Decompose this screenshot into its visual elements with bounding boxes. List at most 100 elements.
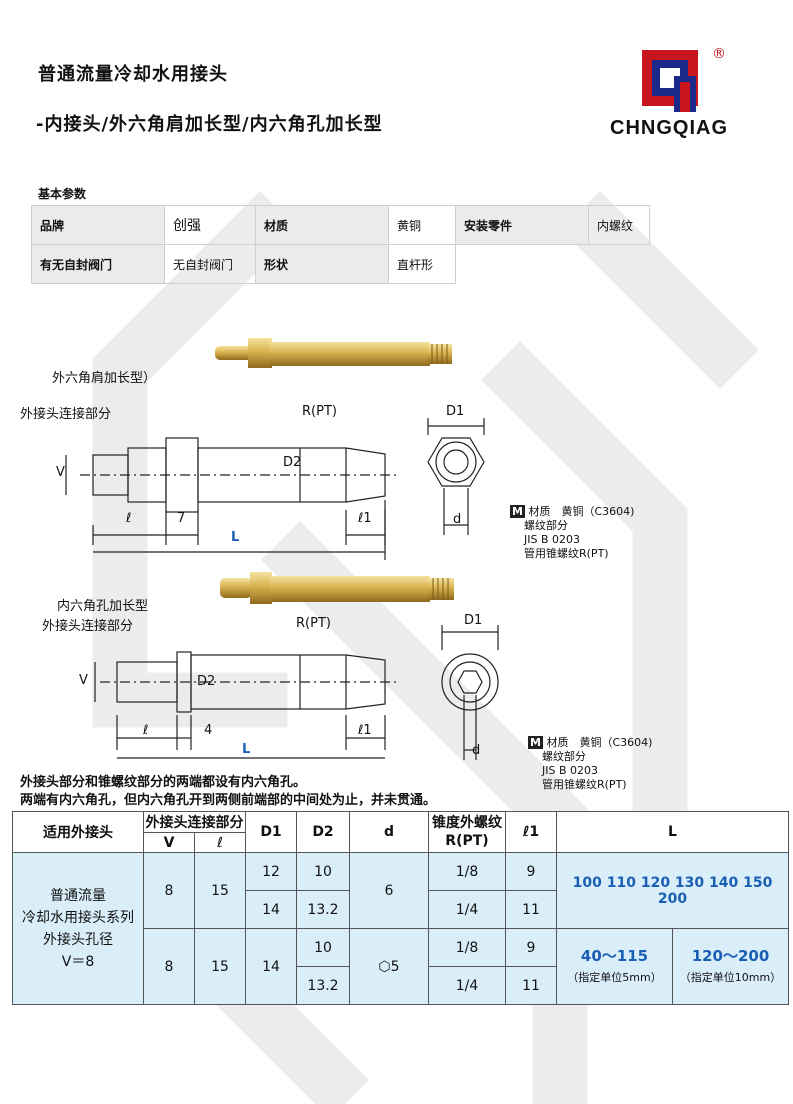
dim-v-1: V bbox=[56, 465, 65, 480]
col-d: d bbox=[349, 811, 429, 853]
cell-d1: 14 bbox=[245, 890, 297, 929]
type-label-2: 内六角孔加长型 bbox=[57, 599, 149, 614]
dim-4: 4 bbox=[204, 723, 213, 738]
cell-d1: 12 bbox=[245, 852, 297, 891]
thread-part-text: 螺纹部分 bbox=[542, 750, 586, 763]
cell-l: 15 bbox=[194, 852, 246, 929]
cell-d1: 14 bbox=[245, 928, 297, 1005]
thread-part-text: 螺纹部分 bbox=[524, 519, 568, 532]
cell-d: 6 bbox=[349, 852, 429, 929]
cell-l1: 11 bbox=[505, 890, 557, 929]
drawing-2-side bbox=[94, 651, 400, 759]
page-title: 普通流量冷却水用接头 bbox=[38, 64, 228, 85]
note-line-1: 外接头部分和锥螺纹部分的两端都设有内六角孔。 bbox=[20, 775, 307, 790]
drawing-1-end bbox=[427, 418, 485, 535]
drawing-2-end bbox=[441, 625, 499, 760]
cell-L: 100 110 120 130 140 150 200 bbox=[556, 852, 789, 929]
dim-d1-1: D1 bbox=[446, 404, 465, 419]
cell-d: ⬡5 bbox=[349, 928, 429, 1005]
cell-d2: 13.2 bbox=[296, 966, 350, 1005]
type-label-1: 外六角肩加长型） bbox=[52, 371, 157, 386]
param-value: 内螺纹 bbox=[588, 205, 650, 245]
col-conn: 外接头连接部分 bbox=[143, 811, 246, 833]
cell-r: 1/8 bbox=[428, 852, 506, 891]
spec-table: 适用外接头 外接头连接部分 D1 D2 d 锥度外螺纹 R(PT) ℓ1 L V… bbox=[12, 811, 789, 1005]
drawing-1-side bbox=[65, 437, 400, 560]
fit-line: 普通流量 bbox=[50, 887, 106, 904]
cell-r: 1/8 bbox=[428, 928, 506, 967]
dim-l-2: ℓ bbox=[143, 723, 149, 738]
technical-drawings bbox=[65, 338, 499, 760]
fit-line: 冷却水用接头系列 bbox=[22, 909, 134, 926]
thread-label-2: R(PT) bbox=[296, 616, 331, 631]
cell-L-b: 120～200 （指定单位10mm） bbox=[672, 928, 789, 1005]
col-L: L bbox=[556, 811, 789, 853]
dim-l1-1: ℓ1 bbox=[358, 511, 372, 526]
note-line-2: 两端有内六角孔，但内六角孔开到两侧前端部的中间处为止，并未贯通。 bbox=[20, 793, 437, 808]
cell-l1: 11 bbox=[505, 966, 557, 1005]
cell-d2: 10 bbox=[296, 928, 350, 967]
connector-label-2: 外接头连接部分 bbox=[42, 619, 134, 634]
params-table: 品牌 创强 材质 黄铜 安装零件 内螺纹 有无自封阀门 无自封阀门 形状 直杆形 bbox=[31, 205, 650, 284]
cell-d2: 10 bbox=[296, 852, 350, 891]
param-key: 形状 bbox=[255, 244, 389, 284]
registered-mark: ® bbox=[712, 46, 726, 62]
cell-L-a: 40～115 （指定单位5mm） bbox=[556, 928, 673, 1005]
L-range-a: 40～115 bbox=[580, 946, 649, 965]
material-note-1: M 材质 黄铜（C3604) 螺纹部分 JIS B 0203 管用锥螺纹R(PT… bbox=[510, 505, 634, 561]
cell-v: 8 bbox=[143, 852, 195, 929]
brand-logo-text: CHNGQIAG bbox=[610, 117, 728, 139]
col-d1: D1 bbox=[245, 811, 297, 853]
cell-r: 1/4 bbox=[428, 890, 506, 929]
thread-label-1: R(PT) bbox=[302, 404, 337, 419]
param-key: 安装零件 bbox=[455, 205, 589, 245]
dim-v-2: V bbox=[79, 673, 88, 688]
dim-d2-1: D2 bbox=[283, 455, 302, 470]
dim-d-1: d bbox=[453, 512, 462, 527]
fitting-photo-2 bbox=[220, 572, 454, 604]
material-text: 材质 黄铜（C3604) bbox=[528, 505, 635, 518]
param-value: 创强 bbox=[164, 205, 256, 245]
dim-l1-2: ℓ1 bbox=[358, 723, 372, 738]
L-range-b-note: （指定单位10mm） bbox=[679, 970, 782, 984]
col-fit: 适用外接头 bbox=[12, 811, 144, 853]
standard-text: JIS B 0203 bbox=[524, 533, 581, 546]
param-value: 无自封阀门 bbox=[164, 244, 256, 284]
section-title: 基本参数 bbox=[38, 187, 87, 201]
col-l1: ℓ1 bbox=[505, 811, 557, 853]
dim-d1-2: D1 bbox=[464, 613, 483, 628]
col-l: ℓ bbox=[194, 832, 246, 853]
col-thread: 锥度外螺纹 R(PT) bbox=[428, 811, 506, 853]
material-text: 材质 黄铜（C3604) bbox=[546, 736, 653, 749]
thread-desc-text: 管用锥螺纹R(PT) bbox=[542, 778, 627, 791]
fit-line: V＝8 bbox=[61, 953, 95, 970]
cell-d2: 13.2 bbox=[296, 890, 350, 929]
L-range-b: 120～200 bbox=[691, 946, 770, 965]
fit-line: 外接头孔径 bbox=[43, 931, 113, 948]
material-badge: M bbox=[510, 505, 525, 518]
cell-v: 8 bbox=[143, 928, 195, 1005]
material-badge: M bbox=[528, 736, 543, 749]
col-thread-label: 锥度外螺纹 bbox=[432, 815, 502, 831]
thread-desc-text: 管用锥螺纹R(PT) bbox=[524, 547, 609, 560]
dim-7: 7 bbox=[177, 511, 186, 526]
dim-L-2: L bbox=[242, 742, 251, 757]
dim-d-2: d bbox=[472, 743, 481, 758]
dim-d2-2: D2 bbox=[197, 674, 216, 689]
cell-r: 1/4 bbox=[428, 966, 506, 1005]
cell-l1: 9 bbox=[505, 928, 557, 967]
material-note-2: M 材质 黄铜（C3604) 螺纹部分 JIS B 0203 管用锥螺纹R(PT… bbox=[528, 736, 652, 792]
dim-L-1: L bbox=[231, 530, 240, 545]
standard-text: JIS B 0203 bbox=[542, 764, 599, 777]
param-value: 黄铜 bbox=[388, 205, 456, 245]
col-v: V bbox=[143, 832, 195, 853]
col-thread-label2: R(PT) bbox=[445, 833, 489, 849]
param-key: 材质 bbox=[255, 205, 389, 245]
cell-l1: 9 bbox=[505, 852, 557, 891]
fit-cell: 普通流量 冷却水用接头系列 外接头孔径 V＝8 bbox=[12, 852, 144, 1005]
L-range-a-note: （指定单位5mm） bbox=[567, 970, 662, 984]
cell-l: 15 bbox=[194, 928, 246, 1005]
brand-logo bbox=[640, 48, 714, 114]
dim-l-1: ℓ bbox=[126, 511, 132, 526]
col-d2: D2 bbox=[296, 811, 350, 853]
